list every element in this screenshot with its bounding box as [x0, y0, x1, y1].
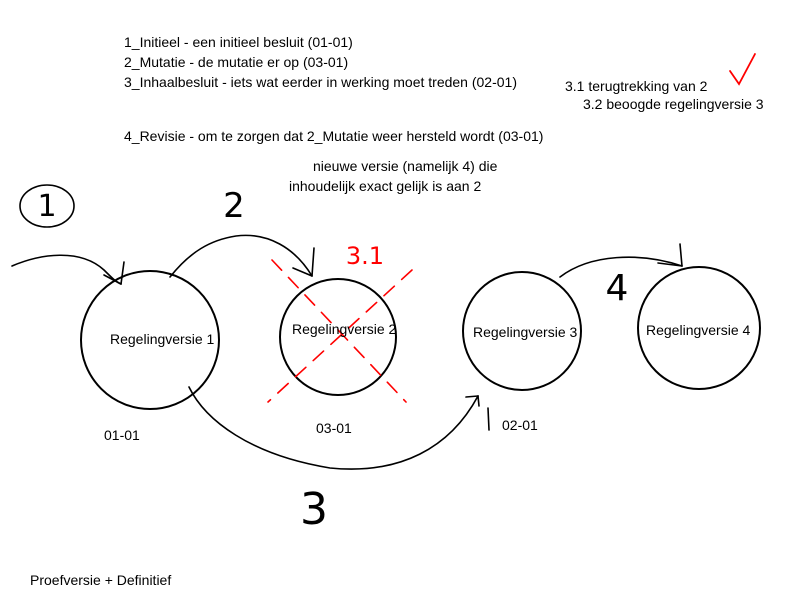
handwritten-label-3: 3 [300, 484, 328, 535]
legend-line-3: 3_Inhaalbesluit - iets wat eerder in wer… [124, 74, 517, 90]
handwritten-label-3-1: 3.1 [346, 242, 384, 270]
node-date-v3: 02-01 [502, 417, 538, 433]
note-line-1: nieuwe versie (namelijk 4) die [313, 158, 498, 174]
side-note-line-2: 3.2 beoogde regelingversie 3 [583, 96, 764, 112]
side-note-line-1: 3.1 terugtrekking van 2 [565, 78, 708, 94]
red-check-icon [729, 53, 756, 86]
node-circle-v1 [80, 270, 220, 410]
note-line-2: inhoudelijk exact gelijk is aan 2 [289, 178, 482, 194]
node-label-v2: Regelingversie 2 [292, 321, 397, 337]
handwritten-label-2: 2 [223, 186, 245, 226]
handwritten-label-4: 4 [606, 268, 629, 309]
legend-line-1: 1_Initieel - een initieel besluit (01-01… [124, 34, 353, 50]
arrow-1 [11, 254, 125, 285]
node-label-v4: Regelingversie 4 [646, 322, 751, 338]
arrow-3 [188, 386, 490, 470]
legend-line-4: 4_Revisie - om te zorgen dat 2_Mutatie w… [124, 128, 544, 144]
footer-text: Proefversie + Definitief [30, 572, 172, 588]
handwritten-circle-1 [19, 184, 75, 228]
red-cross-mark [267, 259, 413, 403]
node-label-v3: Regelingversie 3 [473, 324, 578, 340]
arrow-2 [169, 234, 315, 278]
handwritten-label-1: 1 [37, 189, 56, 224]
node-date-v1: 01-01 [104, 427, 140, 443]
node-circle-v2 [279, 278, 397, 396]
node-label-v1: Regelingversie 1 [110, 331, 215, 347]
node-circle-v3 [462, 271, 582, 391]
node-date-v2: 03-01 [316, 420, 352, 436]
node-circle-v4 [637, 266, 761, 390]
legend-line-2: 2_Mutatie - de mutatie er op (03-01) [124, 54, 349, 70]
arrow-4 [559, 243, 683, 278]
